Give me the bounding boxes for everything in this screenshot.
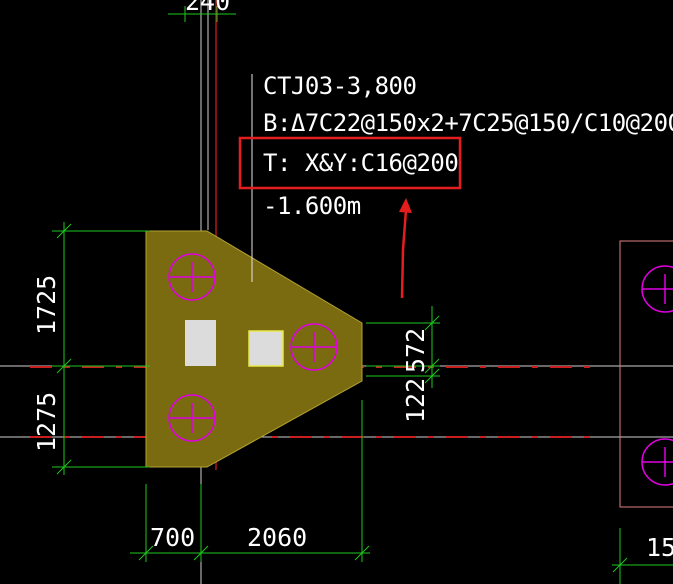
arrow-icon: [399, 198, 412, 299]
pile-right: [290, 323, 338, 371]
annotation-line-4: -1.600m: [263, 192, 361, 220]
dimension-left: 1725 1275: [32, 222, 150, 475]
annotation-line-2: B:Δ7C22@150x2+7C25@150/C10@200: [263, 109, 673, 137]
dimension-bottom: 700 2060: [130, 400, 370, 562]
pile-lower-left: [168, 394, 216, 442]
dim-left-lower: 1275: [32, 392, 61, 452]
column-right: [248, 330, 284, 367]
dimension-right-edge: 15: [612, 528, 673, 584]
dim-left-upper: 1725: [32, 275, 61, 335]
column-left: [185, 320, 216, 366]
dim-bottom-left: 700: [150, 523, 195, 552]
annotation-line-1: CTJ03-3,800: [263, 72, 416, 100]
dim-bottom-right: 2060: [247, 523, 307, 552]
dimension-right: 572 122: [366, 306, 440, 423]
dim-right-upper: 572: [401, 328, 430, 373]
svg-text:240: 240: [185, 0, 230, 16]
annotation-line-3: T: X&Y:C16@200: [263, 149, 458, 177]
pile-upper-left: [168, 253, 216, 301]
svg-text:15: 15: [646, 533, 673, 562]
dimension-top: 240: [168, 0, 236, 22]
adjacent-pile-cap: [619, 240, 673, 508]
highlight-box: [238, 136, 462, 190]
dim-right-lower: 122: [401, 378, 430, 423]
